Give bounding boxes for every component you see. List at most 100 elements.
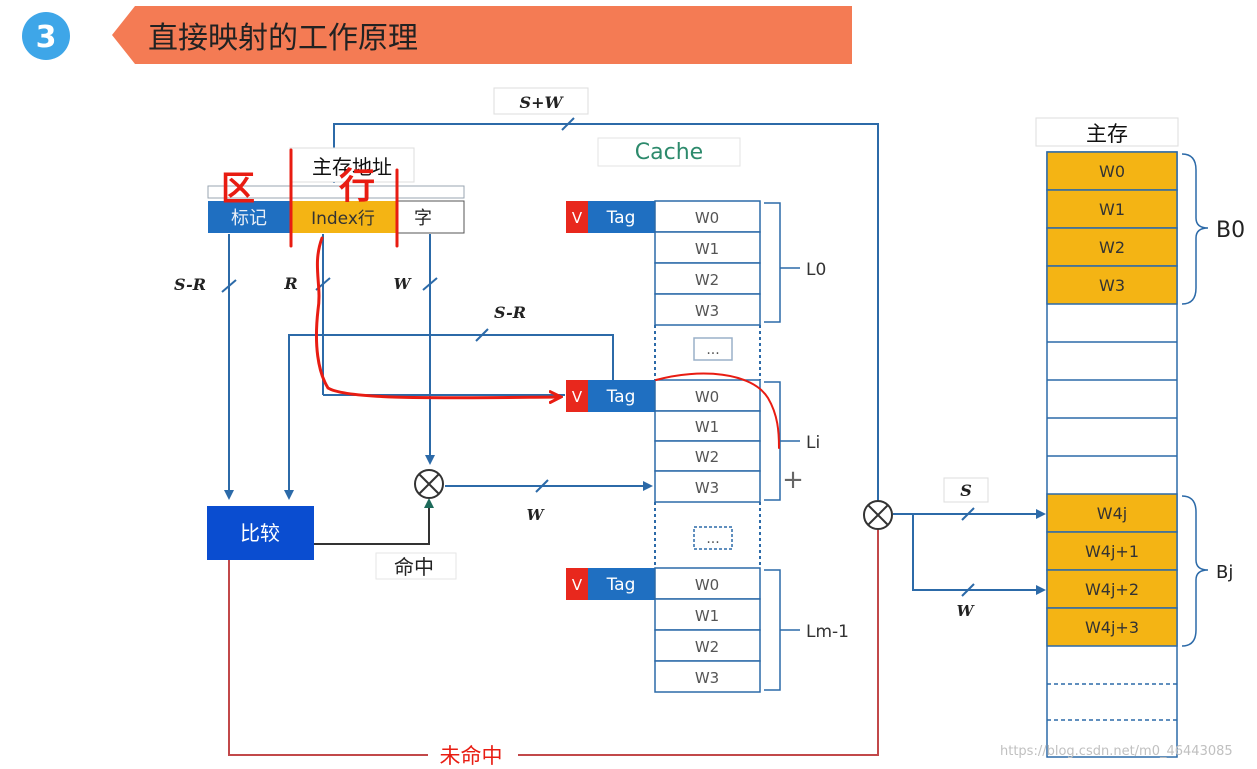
address-title: 主存地址 — [312, 155, 392, 179]
tag-cell-label: Tag — [606, 208, 636, 228]
label-s: S — [960, 481, 972, 500]
tag-cell — [588, 380, 655, 412]
cache-ellipsis-1-box — [693, 337, 733, 361]
label-r: R — [283, 274, 297, 293]
handwriting — [289, 148, 780, 449]
compare-box — [207, 506, 314, 560]
word-cell-label: W3 — [695, 669, 719, 687]
memory-word-label: W4j+2 — [1085, 580, 1139, 599]
cache-line-i: V Tag W0 W1 W2 W3 Li — [566, 379, 820, 503]
memory-word-label: W0 — [1099, 162, 1125, 181]
label-w-3: W — [957, 602, 976, 620]
line-brace — [764, 381, 781, 501]
word-cell — [654, 410, 761, 442]
line-brace — [764, 569, 781, 691]
word-cell — [654, 567, 761, 600]
memory-word — [1046, 569, 1178, 609]
block-label: B0 — [1216, 218, 1245, 243]
word-cell-label: W1 — [695, 240, 719, 258]
mux-left — [414, 469, 444, 499]
label-s-plus-w: S+W — [520, 93, 565, 112]
cache-block: Cache ... ... V Tag W0 W1 W2 W3 L0 — [566, 137, 849, 693]
memory-word — [1046, 607, 1178, 647]
cache-title-box — [597, 137, 741, 167]
title-banner — [112, 6, 852, 64]
word-field — [396, 200, 465, 234]
tag-cell-label: Tag — [606, 575, 636, 595]
label-w-1: W — [394, 275, 413, 293]
memory-word — [1046, 493, 1178, 533]
line-brace — [764, 202, 781, 323]
tag-cell — [588, 568, 655, 600]
bus-labels: S+W S-R R W S-R W S W 命中 未命中 + — [174, 87, 989, 769]
line-label: Li — [806, 433, 820, 453]
memory-word-label: W2 — [1099, 238, 1125, 257]
compare-label: 比较 — [240, 521, 280, 545]
tag-cell — [588, 201, 655, 233]
hit-path — [314, 498, 434, 545]
tag-cell-label: Tag — [606, 387, 636, 407]
tag-field — [208, 201, 290, 233]
page-title: 直接映射的工作原理 — [148, 21, 418, 56]
cache-line-0: V Tag W0 W1 W2 W3 L0 — [566, 200, 826, 326]
word-cell-label: W3 — [695, 302, 719, 320]
word-cell — [654, 379, 761, 412]
valid-bit — [566, 201, 588, 233]
memory-word-label: W4j+3 — [1085, 618, 1139, 637]
memory-word-label: W4j+1 — [1085, 542, 1139, 561]
cache-title: Cache — [635, 140, 703, 165]
memory-word-label: W4j — [1097, 504, 1127, 523]
ink-char-2: 行 — [339, 166, 375, 207]
cache-ellipsis-1: ... — [706, 342, 719, 358]
word-cell-label: W1 — [695, 607, 719, 625]
header: 3 直接映射的工作原理 — [22, 6, 852, 64]
word-cell — [654, 440, 761, 472]
word-cell — [654, 262, 761, 295]
valid-bit-label: V — [572, 576, 583, 594]
ink-char-1: 区 — [221, 169, 255, 209]
ink-index-arrow — [315, 236, 560, 398]
block-brace-bj — [1181, 495, 1209, 647]
memory-word — [1046, 265, 1178, 305]
tag-field-label: 标记 — [231, 208, 267, 229]
address-title-box — [289, 147, 415, 183]
cache-ellipsis-2-box — [693, 526, 733, 550]
word-cell-label: W2 — [695, 271, 719, 289]
memory-word — [1046, 531, 1178, 571]
step-number: 3 — [36, 20, 57, 55]
line-label: L0 — [806, 260, 826, 280]
word-cell-label: W3 — [695, 479, 719, 497]
memory-title-box — [1035, 117, 1179, 147]
plus-mark: + — [782, 465, 804, 495]
step-badge — [22, 12, 70, 60]
watermark: https://blog.csdn.net/m0_46443085 — [1000, 744, 1233, 759]
word-cell-label: W1 — [695, 418, 719, 436]
cache-line-m-1: V Tag W0 W1 W2 W3 Lm-1 — [566, 567, 849, 693]
block-brace-b0 — [1181, 153, 1209, 305]
word-cell — [654, 293, 761, 326]
mux-right — [863, 500, 893, 530]
memory-word-label: W3 — [1099, 276, 1125, 295]
memory-word — [1046, 227, 1178, 267]
valid-bit — [566, 380, 588, 412]
index-field — [290, 201, 397, 233]
label-s-minus-r-1: S-R — [174, 275, 206, 294]
word-field-label: 字 — [414, 208, 432, 229]
valid-bit-label: V — [572, 388, 583, 406]
label-s-minus-r-2: S-R — [494, 303, 526, 322]
word-cell-label: W0 — [695, 576, 719, 594]
s-plus-w-slash — [561, 117, 575, 131]
address-register: 主存地址 标记 Index行 字 — [207, 147, 465, 234]
ink-arc — [655, 372, 780, 449]
label-w-2: W — [527, 506, 546, 524]
word-cell-label: W0 — [695, 388, 719, 406]
word-cell-label: W2 — [695, 638, 719, 656]
word-cell — [654, 660, 761, 693]
cache-ellipsis-2: ... — [706, 531, 719, 547]
memory-word — [1046, 189, 1178, 229]
line-label: Lm-1 — [806, 622, 849, 642]
mux2-to-w — [912, 514, 1046, 595]
word-cell-label: W0 — [695, 209, 719, 227]
word-cell-label: W2 — [695, 448, 719, 466]
